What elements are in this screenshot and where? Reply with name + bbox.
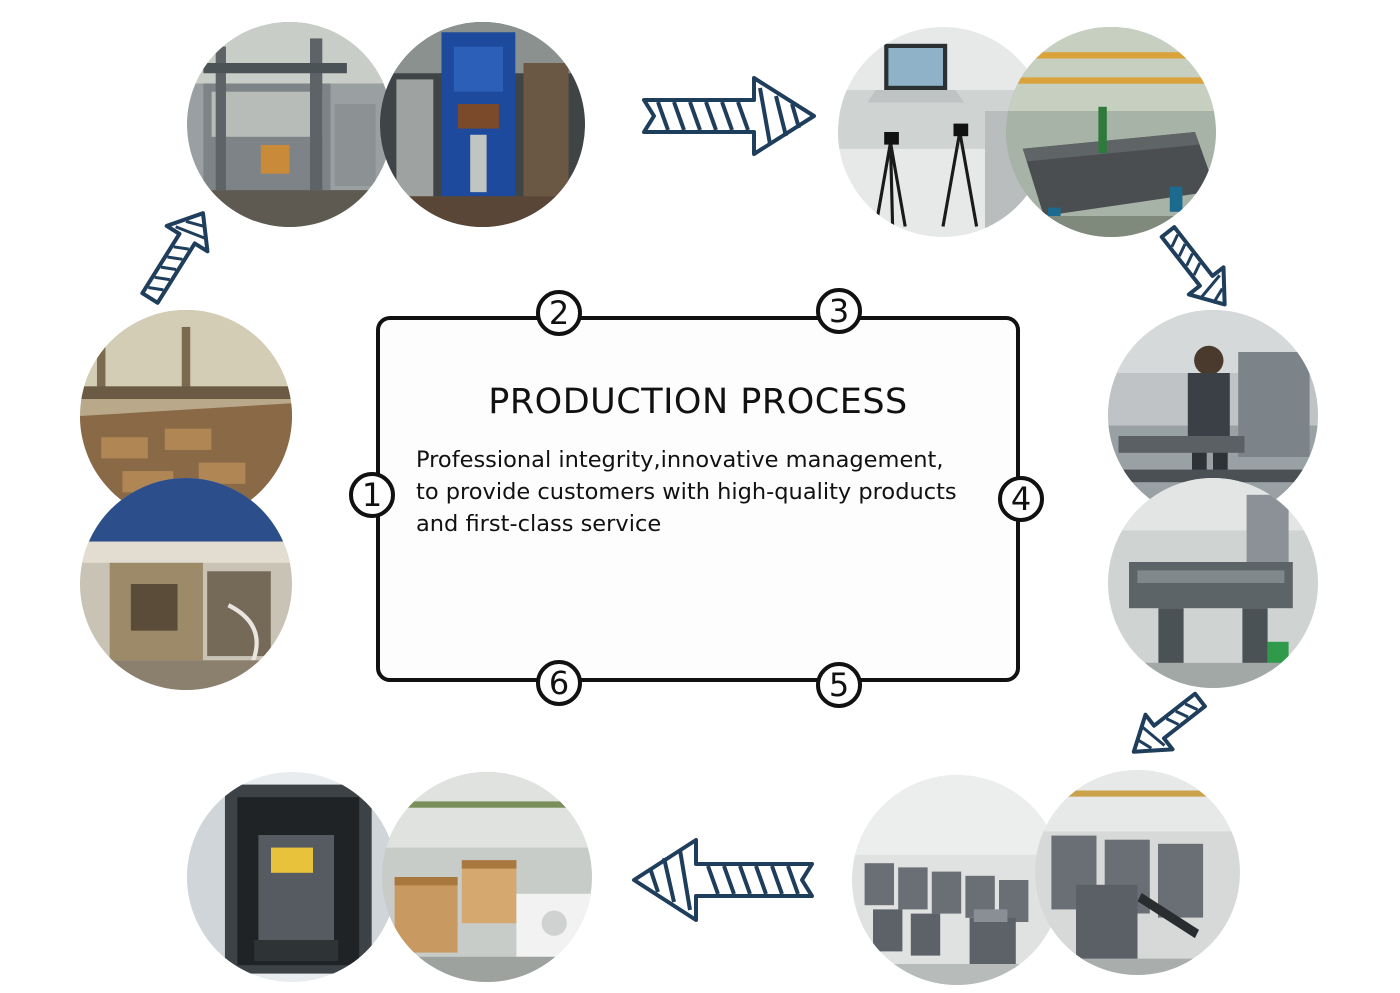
arrow-step4-to-5-icon — [1131, 691, 1207, 754]
machining-center-photo — [1108, 478, 1318, 688]
finished-machines-row-photo — [852, 775, 1062, 985]
step-badge-4: 4 — [998, 476, 1044, 522]
arrow-step3-to-4-icon — [1159, 225, 1227, 307]
step-badge-1: 1 — [349, 472, 395, 518]
panel-title: PRODUCTION PROCESS — [488, 382, 908, 422]
step-badge-6: 6 — [536, 660, 582, 706]
step-badge-3: 3 — [816, 288, 862, 334]
production-process-panel: PRODUCTION PROCESS Professional integrit… — [376, 316, 1020, 682]
workshop-machine-photo — [80, 478, 292, 690]
wooden-crates-photo — [382, 772, 592, 982]
description-line: Professional integrity,innovative manage… — [416, 447, 944, 473]
panel-description: Professional integrity,innovative manage… — [416, 444, 1016, 540]
arrow-step1-to-2-icon — [140, 211, 210, 305]
machine-lineup-photo — [1035, 770, 1240, 975]
inspection-table-photo — [1006, 27, 1216, 237]
steel-fabrication-photo — [187, 22, 392, 227]
arrow-step5-to-6-icon — [632, 838, 814, 922]
step-badge-5: 5 — [816, 662, 862, 708]
step-badge-2: 2 — [536, 290, 582, 336]
description-line: and first-class service — [416, 511, 662, 537]
blue-press-machine-photo — [380, 22, 585, 227]
arrow-step2-to-3-icon — [642, 76, 816, 156]
description-line: to provide customers with high-quality p… — [416, 479, 957, 505]
container-loading-photo — [187, 772, 397, 982]
